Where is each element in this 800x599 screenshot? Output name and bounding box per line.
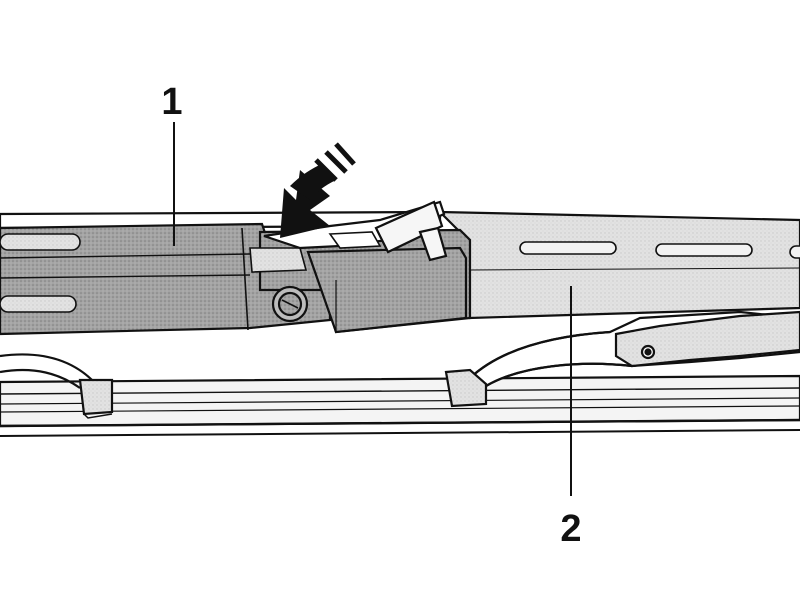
callout-2-label: 2 [560, 508, 581, 550]
part-1-clip [0, 210, 472, 336]
right-yoke-claw [444, 310, 800, 408]
press-arrow-icon [280, 142, 356, 238]
part-2-adapter [437, 210, 800, 320]
release-lever [263, 200, 448, 262]
left-yoke-claw [0, 353, 114, 419]
callout-1-label: 1 [161, 81, 182, 123]
wiper-blade-spine [0, 374, 800, 437]
